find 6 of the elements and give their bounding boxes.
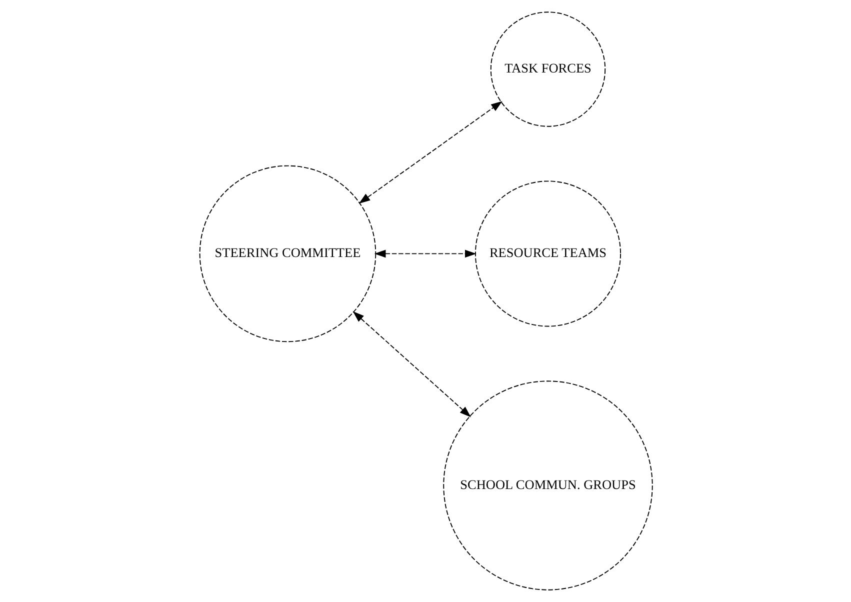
arrow (374, 250, 476, 258)
node-circle: RESOURCE TEAMS (474, 180, 621, 327)
arrow (352, 311, 470, 418)
node-circle: SCHOOL COMMUN. GROUPS (442, 380, 652, 590)
arrow (358, 101, 502, 204)
node-circle: STEERING COMMITTEE (198, 165, 376, 342)
